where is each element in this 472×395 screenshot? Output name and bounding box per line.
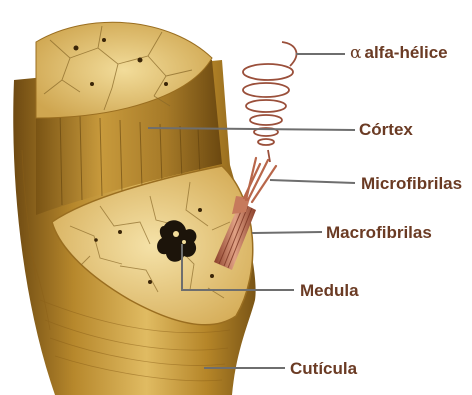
label-macrofibrils: Macrofibrilas	[326, 224, 432, 241]
label-microfibrils: Microfibrilas	[361, 175, 462, 192]
label-cortex: Córtex	[359, 121, 413, 138]
alpha-symbol: α	[350, 43, 361, 63]
alpha-helix-coil	[243, 42, 296, 162]
alpha-helix-text: alfa-hélice	[364, 43, 447, 62]
label-alpha-helix: αalfa-hélice	[350, 44, 448, 62]
label-cuticle: Cutícula	[290, 360, 357, 377]
label-medulla: Medula	[300, 282, 359, 299]
